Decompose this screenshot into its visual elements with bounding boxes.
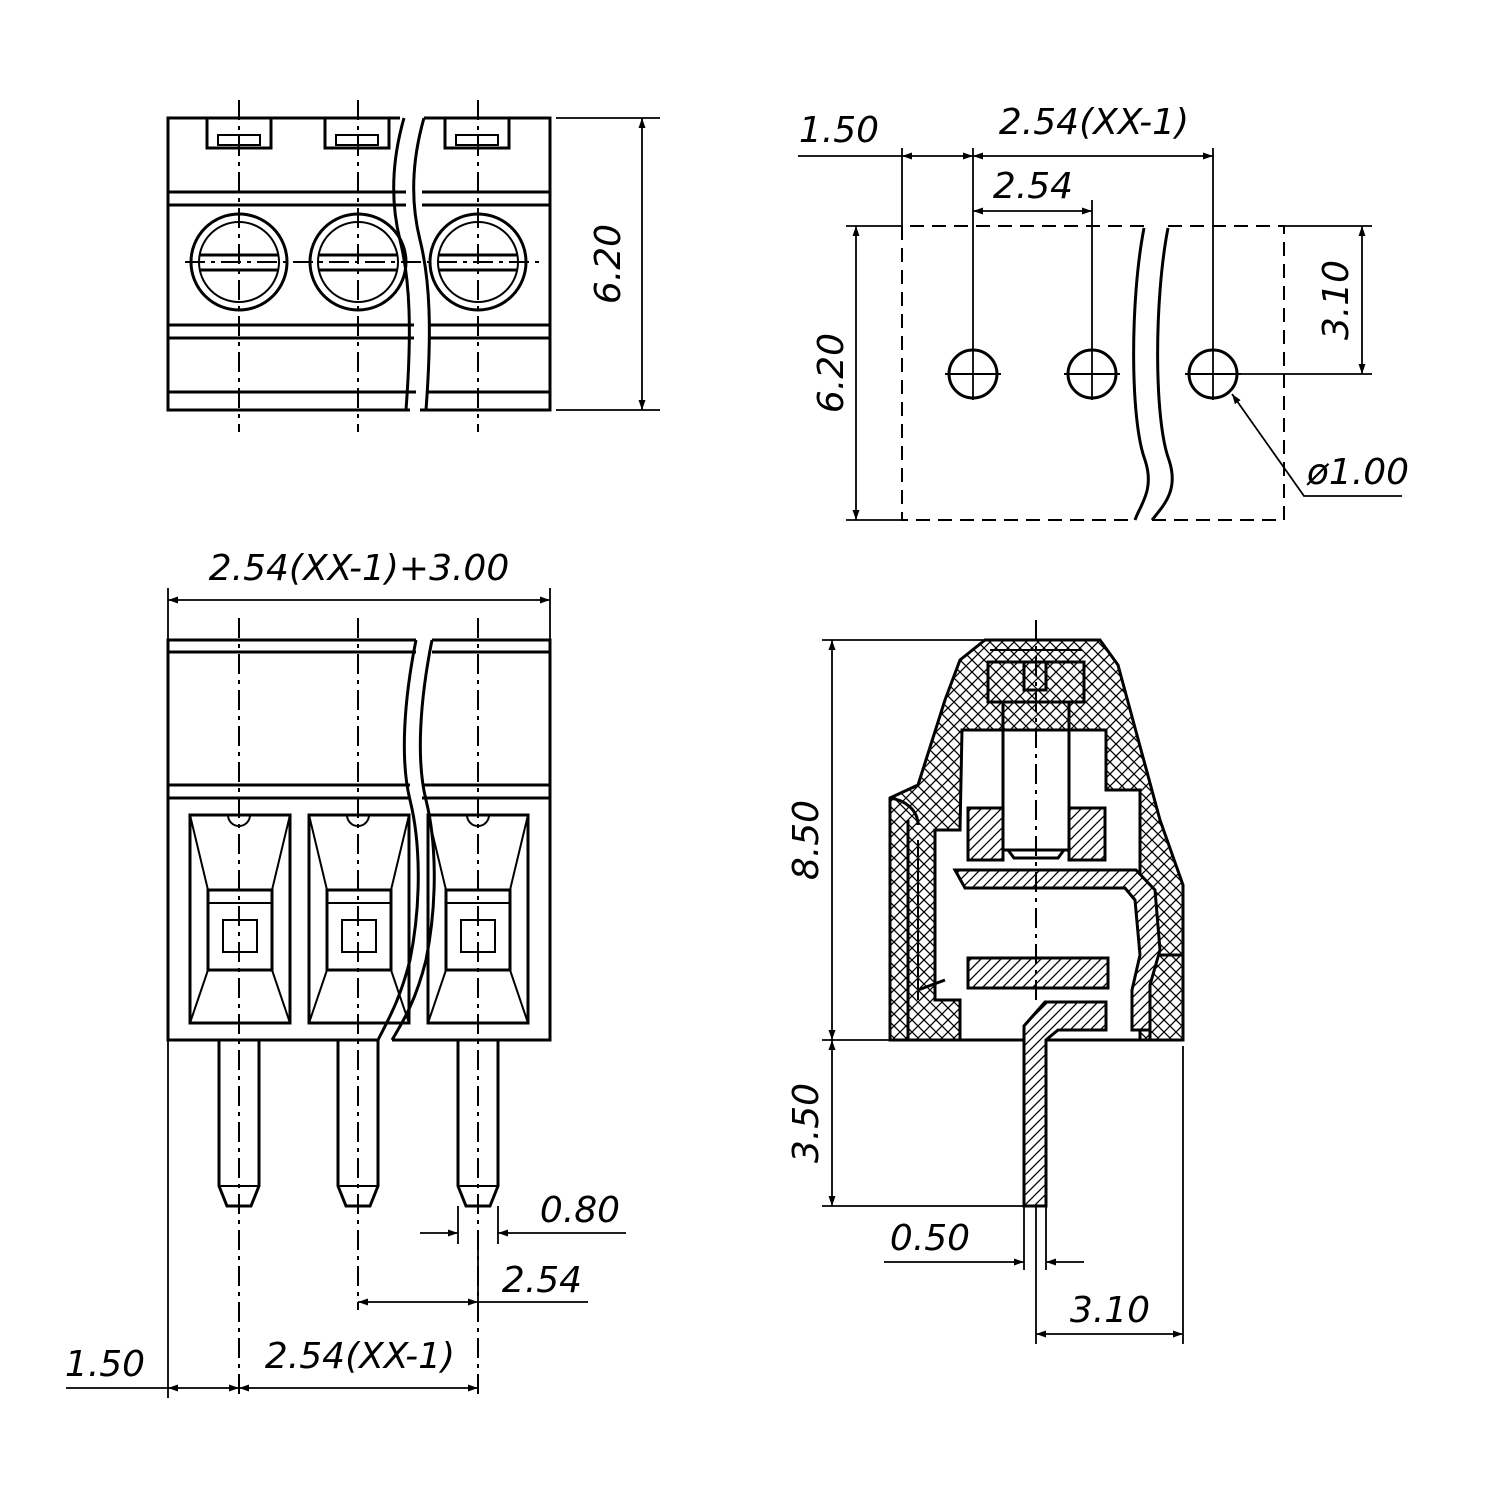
side-clamp-body — [952, 868, 1162, 1032]
side-clamp — [966, 806, 1005, 862]
side-section-view: 8.50 3.50 0.50 3.10 — [786, 620, 1185, 1344]
side-pin-offset-label: 3.10 — [1070, 1290, 1150, 1331]
pcb-outline — [901, 225, 1285, 521]
top-view: 6.20 — [166, 100, 660, 432]
pcb-pitch-label: 2.54 — [993, 166, 1073, 207]
side-height-label: 8.50 — [786, 800, 827, 880]
top-height-label: 6.20 — [588, 224, 629, 304]
pcb-layout-view: 1.50 2.54(XX-1) 2.54 6.20 3.10 ø1.00 — [798, 102, 1409, 521]
pcb-diameter-label: ø1.00 — [1306, 452, 1409, 493]
front-pitch-label: 2.54 — [502, 1260, 582, 1301]
front-edge-label: 1.50 — [65, 1344, 145, 1385]
front-width-label: 2.54(XX-1)+3.00 — [209, 548, 509, 589]
side-pin-thickness-label: 0.50 — [890, 1218, 970, 1259]
pcb-height-label: 6.20 — [811, 333, 852, 413]
front-break-line — [376, 639, 420, 1041]
pcb-diameter-leader — [1231, 393, 1402, 497]
pcb-hole-offset-label: 3.10 — [1316, 260, 1357, 340]
front-view: 2.54(XX-1)+3.00 0.80 2.54 1.50 2.54(XX-1… — [65, 548, 626, 1398]
pcb-span-label: 2.54(XX-1) — [999, 102, 1189, 143]
pcb-edge-label: 1.50 — [799, 110, 879, 151]
front-pin-width-label: 0.80 — [540, 1190, 620, 1231]
side-pin-length-label: 3.50 — [786, 1083, 827, 1163]
front-body-outline — [166, 638, 552, 1042]
pcb-break-line — [1132, 227, 1150, 521]
front-span-label: 2.54(XX-1) — [265, 1336, 455, 1377]
